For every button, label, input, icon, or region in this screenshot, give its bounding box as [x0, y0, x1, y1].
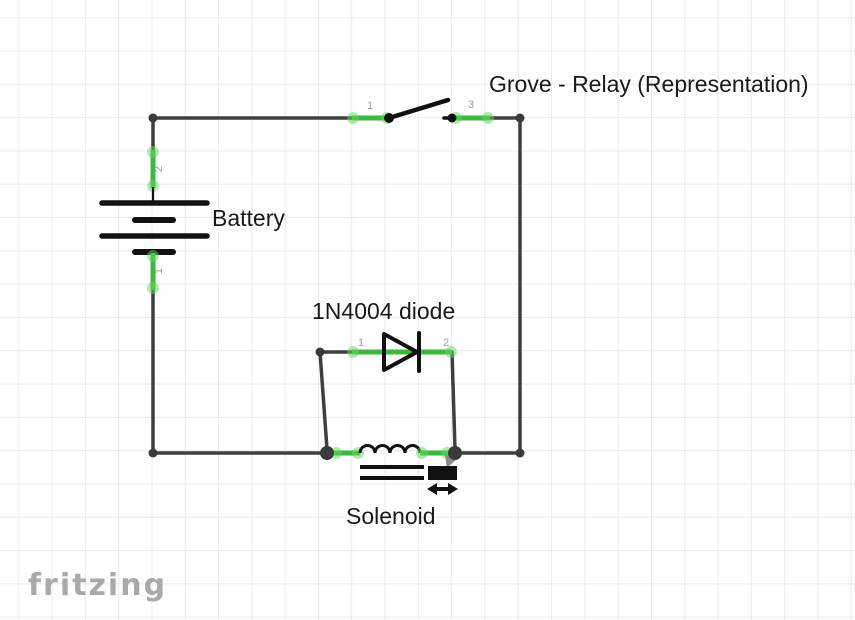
solenoid-symbol[interactable] [330, 444, 459, 496]
pin-glow [347, 112, 359, 124]
corner-dot-bottom-left[interactable] [148, 448, 158, 458]
pin-glow [482, 112, 494, 124]
diode-pin1-number: 1 [358, 337, 364, 349]
pin-glow [147, 180, 159, 192]
corner-dot-bottom-right[interactable] [515, 448, 525, 458]
relay-switch-lever[interactable] [386, 97, 451, 121]
pin-glow [347, 346, 359, 358]
relay-pin3-dot [447, 113, 457, 123]
wire-diode-left-leg[interactable] [318, 350, 329, 451]
pin-glow [147, 282, 159, 294]
solenoid-plunger [428, 466, 457, 480]
solenoid-motion-arrow-icon [427, 483, 458, 495]
relay-pivot-dot [384, 113, 394, 123]
corner-dot-top-right[interactable] [515, 113, 525, 123]
pin-glow [416, 447, 428, 459]
pin-glow [445, 346, 457, 358]
diode-part-label[interactable]: 1N4004 diode [312, 298, 455, 324]
wire-diode-right-leg[interactable] [450, 350, 457, 451]
diode-pin2-number: 2 [443, 337, 449, 349]
fritzing-logo: fritzing [28, 568, 168, 603]
junction-dot-left[interactable] [320, 446, 334, 460]
junction-dot-right[interactable] [448, 446, 462, 460]
corner-dot-top-left[interactable] [148, 113, 158, 123]
battery-symbol[interactable] [99, 146, 210, 294]
solenoid-coil [358, 444, 422, 454]
solenoid-part-label[interactable]: Solenoid [346, 503, 436, 529]
relay-switch-symbol[interactable] [347, 97, 494, 124]
diode-triangle [382, 332, 419, 372]
relay-pin3-number: 3 [468, 99, 474, 111]
relay-pin1-number: 1 [367, 100, 373, 112]
battery-part-label[interactable]: Battery [212, 205, 285, 231]
diode-symbol[interactable] [347, 331, 457, 373]
relay-part-label[interactable]: Grove - Relay (Representation) [489, 71, 809, 97]
pin-glow [147, 250, 159, 262]
battery-pin1-number: 1 [153, 268, 165, 274]
corner-dot-diode-left[interactable] [315, 347, 325, 357]
battery-pin2-number: 2 [153, 166, 165, 172]
pin-glow [147, 146, 159, 158]
